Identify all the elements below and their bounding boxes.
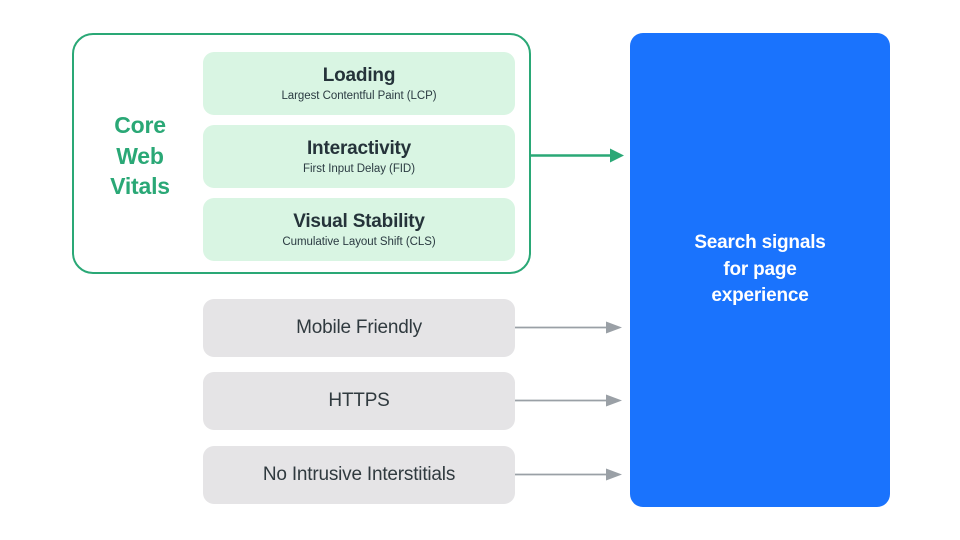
search-signals-text: Search signals for page experience [694, 231, 826, 307]
metric-title: Interactivity [306, 137, 412, 159]
metric-card-loading: Loading Largest Contentful Paint (LCP) [203, 52, 515, 115]
core-web-vitals-label: Core Web Vitals [88, 110, 192, 202]
arrow-no-intrusive-interstitials [515, 468, 622, 481]
signal-card-no-intrusive-interstitials: No Intrusive Interstitials [203, 446, 515, 504]
metric-card-visual-stability: Visual Stability Cumulative Layout Shift… [203, 198, 515, 261]
core-web-vitals-label-line-1: Core [114, 112, 166, 138]
search-signals-panel: Search signals for page experience [630, 33, 890, 507]
signal-card-https: HTTPS [203, 372, 515, 430]
core-web-vitals-label-line-3: Vitals [110, 173, 170, 200]
signal-card-mobile-friendly: Mobile Friendly [203, 299, 515, 357]
metric-card-interactivity: Interactivity First Input Delay (FID) [203, 125, 515, 188]
arrow-mobile-friendly [515, 321, 622, 334]
signal-title: Mobile Friendly [296, 317, 422, 338]
signal-title: HTTPS [328, 390, 390, 411]
metric-subtitle: Largest Contentful Paint (LCP) [281, 90, 437, 103]
signal-title: No Intrusive Interstitials [262, 464, 456, 485]
arrow-https [515, 394, 622, 407]
metric-subtitle: First Input Delay (FID) [303, 163, 415, 176]
metric-subtitle: Cumulative Layout Shift (CLS) [282, 236, 436, 249]
arrow-core-web-vitals [531, 148, 624, 163]
metric-title: Loading [322, 64, 396, 86]
core-web-vitals-label-line-2: Web [116, 142, 164, 169]
metric-title: Visual Stability [293, 210, 425, 232]
